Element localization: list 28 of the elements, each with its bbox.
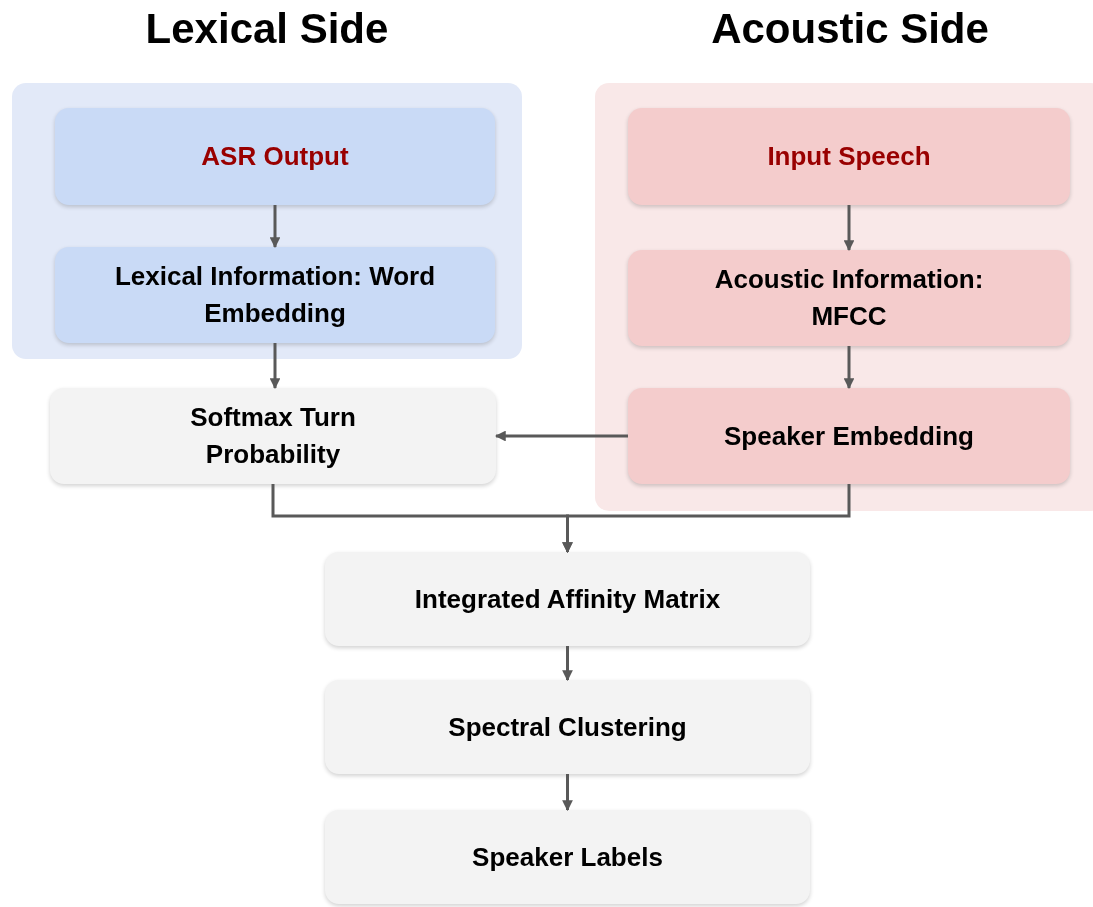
box-label: Lexical Information: Word Embedding [113,260,437,330]
process-box [55,108,495,205]
arrow [562,774,573,812]
group-heading: Acoustic Side [710,5,990,53]
arrow [562,484,851,554]
box-label: Spectral Clustering [447,710,688,744]
box-label: Softmax Turn Probability [189,401,357,471]
arrow [269,205,281,249]
box-label: Input Speech [766,140,932,173]
process-box [628,250,1070,346]
process-box [628,388,1070,484]
process-box [55,247,495,343]
arrow [269,343,281,390]
process-box [325,552,810,646]
box-label: Speaker Labels [471,840,664,874]
box-label: ASR Output [200,140,350,173]
arrow [494,430,628,442]
arrow [562,646,573,682]
process-box [325,680,810,774]
process-box [325,810,810,904]
group-heading: Lexical Side [144,5,390,53]
process-box [50,388,496,484]
box-label: Integrated Affinity Matrix [413,582,722,616]
box-label: Speaker Embedding [723,419,975,453]
process-box [628,108,1070,205]
arrow [843,346,855,390]
arrow [843,205,855,252]
box-label: Acoustic Information: MFCC [713,263,985,333]
